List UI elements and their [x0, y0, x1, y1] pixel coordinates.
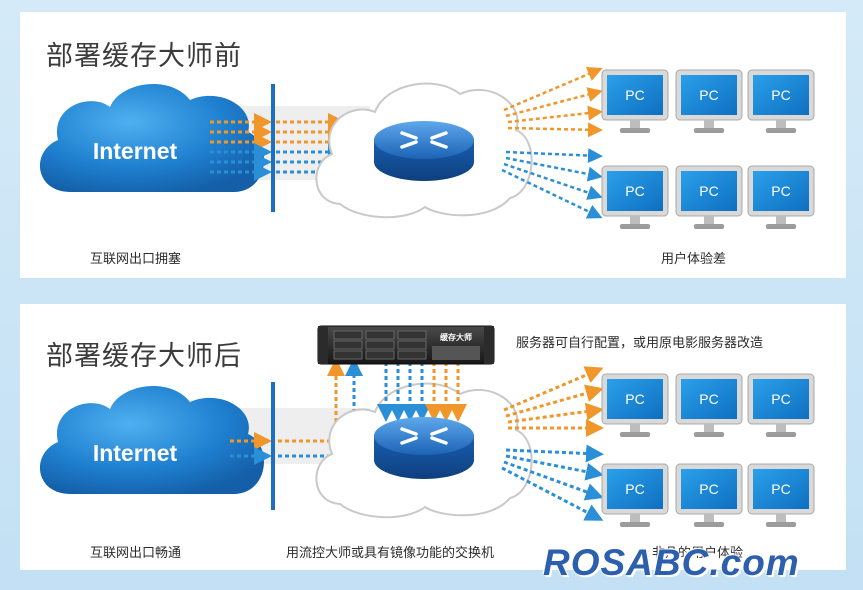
- internet-label: Internet: [93, 138, 178, 164]
- caption-unblocked: 互联网出口畅通: [90, 546, 182, 561]
- panel-after-deployment: 缓存大师: [20, 304, 846, 570]
- pc-label: PC: [771, 391, 790, 407]
- router-icon: [374, 417, 474, 479]
- pc-grid-before: PC PC PC PC PC PC: [601, 69, 815, 229]
- pc-monitor-icon: [747, 165, 815, 229]
- pc-label: PC: [625, 391, 644, 407]
- server-brand: 缓存大师: [440, 332, 472, 342]
- pc-monitor-icon: [747, 69, 815, 133]
- caption-poor-experience: 用户体验差: [661, 252, 727, 267]
- firewall-bar: [271, 84, 275, 212]
- title-after: 部署缓存大师后: [46, 341, 242, 372]
- watermark: ROSABC.com: [543, 542, 800, 583]
- pc-label: PC: [699, 481, 718, 497]
- pc-monitor-icon: [601, 373, 669, 437]
- title-before: 部署缓存大师前: [46, 41, 242, 72]
- pc-monitor-icon: [675, 69, 743, 133]
- firewall-bar: [271, 382, 275, 510]
- diagram-before: PC PC PC PC PC PC Internet: [39, 67, 815, 229]
- pc-label: PC: [625, 481, 644, 497]
- cache-server-icon: 缓存大师: [317, 325, 495, 365]
- diagram-after: 缓存大师: [39, 325, 815, 527]
- pc-grid-after: PC PC PC PC PC PC: [601, 373, 815, 527]
- internet-cloud-icon: [39, 385, 264, 494]
- pc-label: PC: [699, 391, 718, 407]
- panel-before-deployment: PC PC PC PC PC PC Internet 部署缓存大师前 互联网出口…: [20, 12, 846, 278]
- pc-monitor-icon: [747, 373, 815, 437]
- caption-great-experience: 非凡的用户体验: [652, 546, 744, 561]
- pc-monitor-icon: [747, 463, 815, 527]
- pc-label: PC: [625, 183, 644, 199]
- server-note: 服务器可自行配置，或用原电影服务器改造: [516, 336, 764, 351]
- pc-monitor-icon: [601, 463, 669, 527]
- pc-monitor-icon: [601, 165, 669, 229]
- pc-monitor-icon: [675, 373, 743, 437]
- pc-label: PC: [699, 183, 718, 199]
- internet-label: Internet: [93, 440, 178, 466]
- cache-traffic-arrows: [377, 362, 467, 422]
- pc-label: PC: [699, 87, 718, 103]
- internet-cloud-icon: [39, 83, 264, 192]
- pc-monitor-icon: [675, 165, 743, 229]
- pc-monitor-icon: [675, 463, 743, 527]
- pc-label: PC: [771, 183, 790, 199]
- caption-mirror-switch: 用流控大师或具有镜像功能的交换机: [286, 546, 495, 561]
- user-traffic-arrows: [501, 67, 603, 219]
- pc-label: PC: [771, 87, 790, 103]
- user-traffic-arrows: [501, 366, 604, 521]
- pc-label: PC: [771, 481, 790, 497]
- router-icon: [374, 121, 474, 181]
- congested-traffic-arrows: [210, 113, 346, 181]
- caption-congested: 互联网出口拥塞: [90, 252, 182, 267]
- pc-monitor-icon: [601, 69, 669, 133]
- pc-label: PC: [625, 87, 644, 103]
